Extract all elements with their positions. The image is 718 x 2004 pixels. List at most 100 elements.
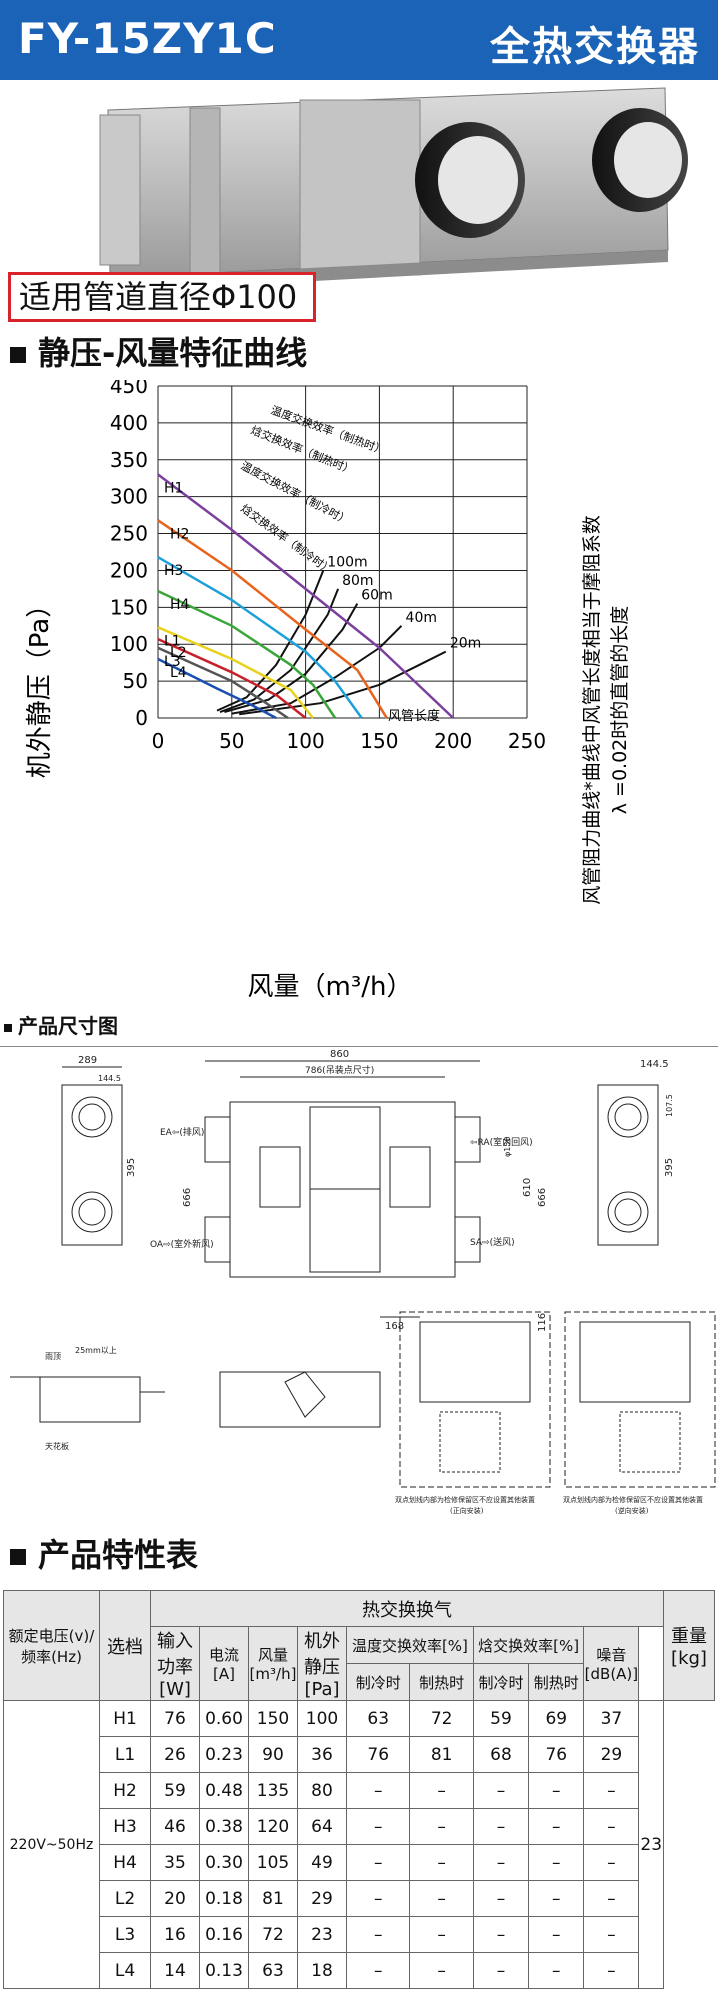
series-label-H3: H3 <box>164 563 183 579</box>
th-temp-cool: 制冷时 <box>345 1663 411 1701</box>
duct-curve-80m <box>219 588 340 714</box>
tap-cell: L4 <box>99 1952 151 1989</box>
value-cell: 72 <box>409 1700 474 1737</box>
y-tick-5: 250 <box>110 522 148 546</box>
value-cell: – <box>409 1880 474 1917</box>
duct-curve-100m <box>216 570 325 712</box>
dim-395-right: 395 <box>664 1158 675 1177</box>
series-line-H2 <box>157 519 388 719</box>
value-cell: – <box>409 1772 474 1809</box>
value-cell: 0.13 <box>199 1952 249 1989</box>
value-cell: 150 <box>248 1700 298 1737</box>
dim-860-top: 860 <box>330 1049 349 1060</box>
x-tick-4: 200 <box>434 729 472 753</box>
th-temp-eff: 温度交换效率[%] <box>346 1626 474 1664</box>
value-cell: 23 <box>297 1916 347 1953</box>
value-cell: 63 <box>248 1952 298 1989</box>
value-cell: 100 <box>297 1700 347 1737</box>
series-line-H3 <box>157 556 363 719</box>
value-cell: 59 <box>150 1772 200 1809</box>
value-cell: 29 <box>583 1736 640 1773</box>
value-cell: – <box>583 1772 640 1809</box>
y-tick-6: 300 <box>110 485 148 509</box>
value-cell: 20 <box>150 1880 200 1917</box>
duct-port-1 <box>415 122 525 238</box>
header-banner: FY-15ZY1C 全热交换器 <box>0 0 718 80</box>
value-cell: – <box>583 1916 640 1953</box>
duct-port-2 <box>592 108 688 212</box>
duct-label-40m: 40m <box>406 610 437 626</box>
th-enth-eff: 焓交换效率[%] <box>472 1626 585 1664</box>
value-cell: 37 <box>583 1700 640 1737</box>
product-name: 全热交换器 <box>490 24 700 70</box>
value-cell: 0.23 <box>199 1736 249 1773</box>
voltage-value: 220V~50Hz <box>3 1700 100 1989</box>
label-rain: 雨顶 <box>45 1352 61 1361</box>
duct-length-label: 风管长度 <box>388 708 440 724</box>
tap-cell: L1 <box>99 1736 151 1773</box>
x-tick-3: 150 <box>360 729 398 753</box>
series-label-L3: L3 <box>164 654 181 670</box>
value-cell: 18 <box>297 1952 347 1989</box>
value-cell: 72 <box>248 1916 298 1953</box>
value-cell: 0.60 <box>199 1700 249 1737</box>
dim-144-5-right: 144.5 <box>640 1059 669 1070</box>
dim-107-5: 107.5 <box>665 1094 674 1117</box>
value-cell: – <box>528 1772 585 1809</box>
tap-cell: H3 <box>99 1808 151 1845</box>
series-label-L1: L1 <box>164 633 181 649</box>
th-voltage: 额定电压(v)/频率(Hz) <box>3 1590 100 1701</box>
series-label-L4: L4 <box>170 665 187 681</box>
bullet-square <box>10 347 26 363</box>
value-cell: 35 <box>150 1844 200 1881</box>
x-tick-1: 50 <box>219 729 244 753</box>
note-b: 双点划线内部为检修保留区不应设置其他装置 <box>563 1495 703 1504</box>
value-cell: 90 <box>248 1736 298 1773</box>
value-cell: – <box>528 1808 585 1845</box>
series-label-H4: H4 <box>170 597 190 613</box>
value-cell: 0.48 <box>199 1772 249 1809</box>
chart-grid <box>157 385 528 719</box>
duct-label-100m: 100m <box>327 554 367 570</box>
value-cell: 36 <box>297 1736 347 1773</box>
th-group: 热交换换气 <box>150 1590 664 1627</box>
dim-289: 289 <box>78 1055 97 1066</box>
note-b2: (逆向安装) <box>615 1506 649 1515</box>
weight-value: 23 <box>638 1700 664 1989</box>
value-cell: 0.30 <box>199 1844 249 1881</box>
x-tick-0: 0 <box>152 729 165 753</box>
th-input: 输入功率[W] <box>150 1626 200 1701</box>
value-cell: – <box>528 1844 585 1881</box>
dim-666-center: 666 <box>182 1188 193 1207</box>
tap-cell: H4 <box>99 1844 151 1881</box>
tap-cell: H1 <box>99 1700 151 1737</box>
y-tick-1: 50 <box>123 669 148 693</box>
efficiency-labels: 温度交换效率（制热时） 焓交换效率（制热时） 温度交换效率（制冷时） 焓交换效率… <box>238 403 387 577</box>
label-ra: ⇦RA(室内回风) <box>470 1136 533 1148</box>
side-view-drawing: 289 144.5 395 <box>61 1055 137 1246</box>
series-line-H1 <box>157 473 455 719</box>
value-cell: – <box>345 1916 411 1953</box>
value-cell: – <box>409 1952 474 1989</box>
y-tick-9: 450 <box>110 380 148 398</box>
note-a2: (正向安装) <box>450 1506 484 1515</box>
value-cell: – <box>528 1880 585 1917</box>
value-cell: – <box>409 1844 474 1881</box>
value-cell: – <box>409 1808 474 1845</box>
th-noise: 噪音[dB(A)] <box>583 1626 640 1701</box>
plan-view-drawing: 860 786(吊装点尺寸) EA⇦(排风) OA⇨(室外新风) ⇦RA(室内回… <box>150 1049 548 1332</box>
label-ceiling: 天花板 <box>45 1441 69 1451</box>
value-cell: 64 <box>297 1808 347 1845</box>
y-tick-7: 350 <box>110 448 148 472</box>
x-tick-5: 250 <box>508 729 546 753</box>
value-cell: – <box>409 1916 474 1953</box>
spec-table: 额定电压(v)/频率(Hz) 选档 热交换换气 重量[kg] 输入功率[W] 电… <box>3 1590 715 1989</box>
value-cell: 0.18 <box>199 1880 249 1917</box>
th-weight: 重量[kg] <box>663 1590 715 1701</box>
